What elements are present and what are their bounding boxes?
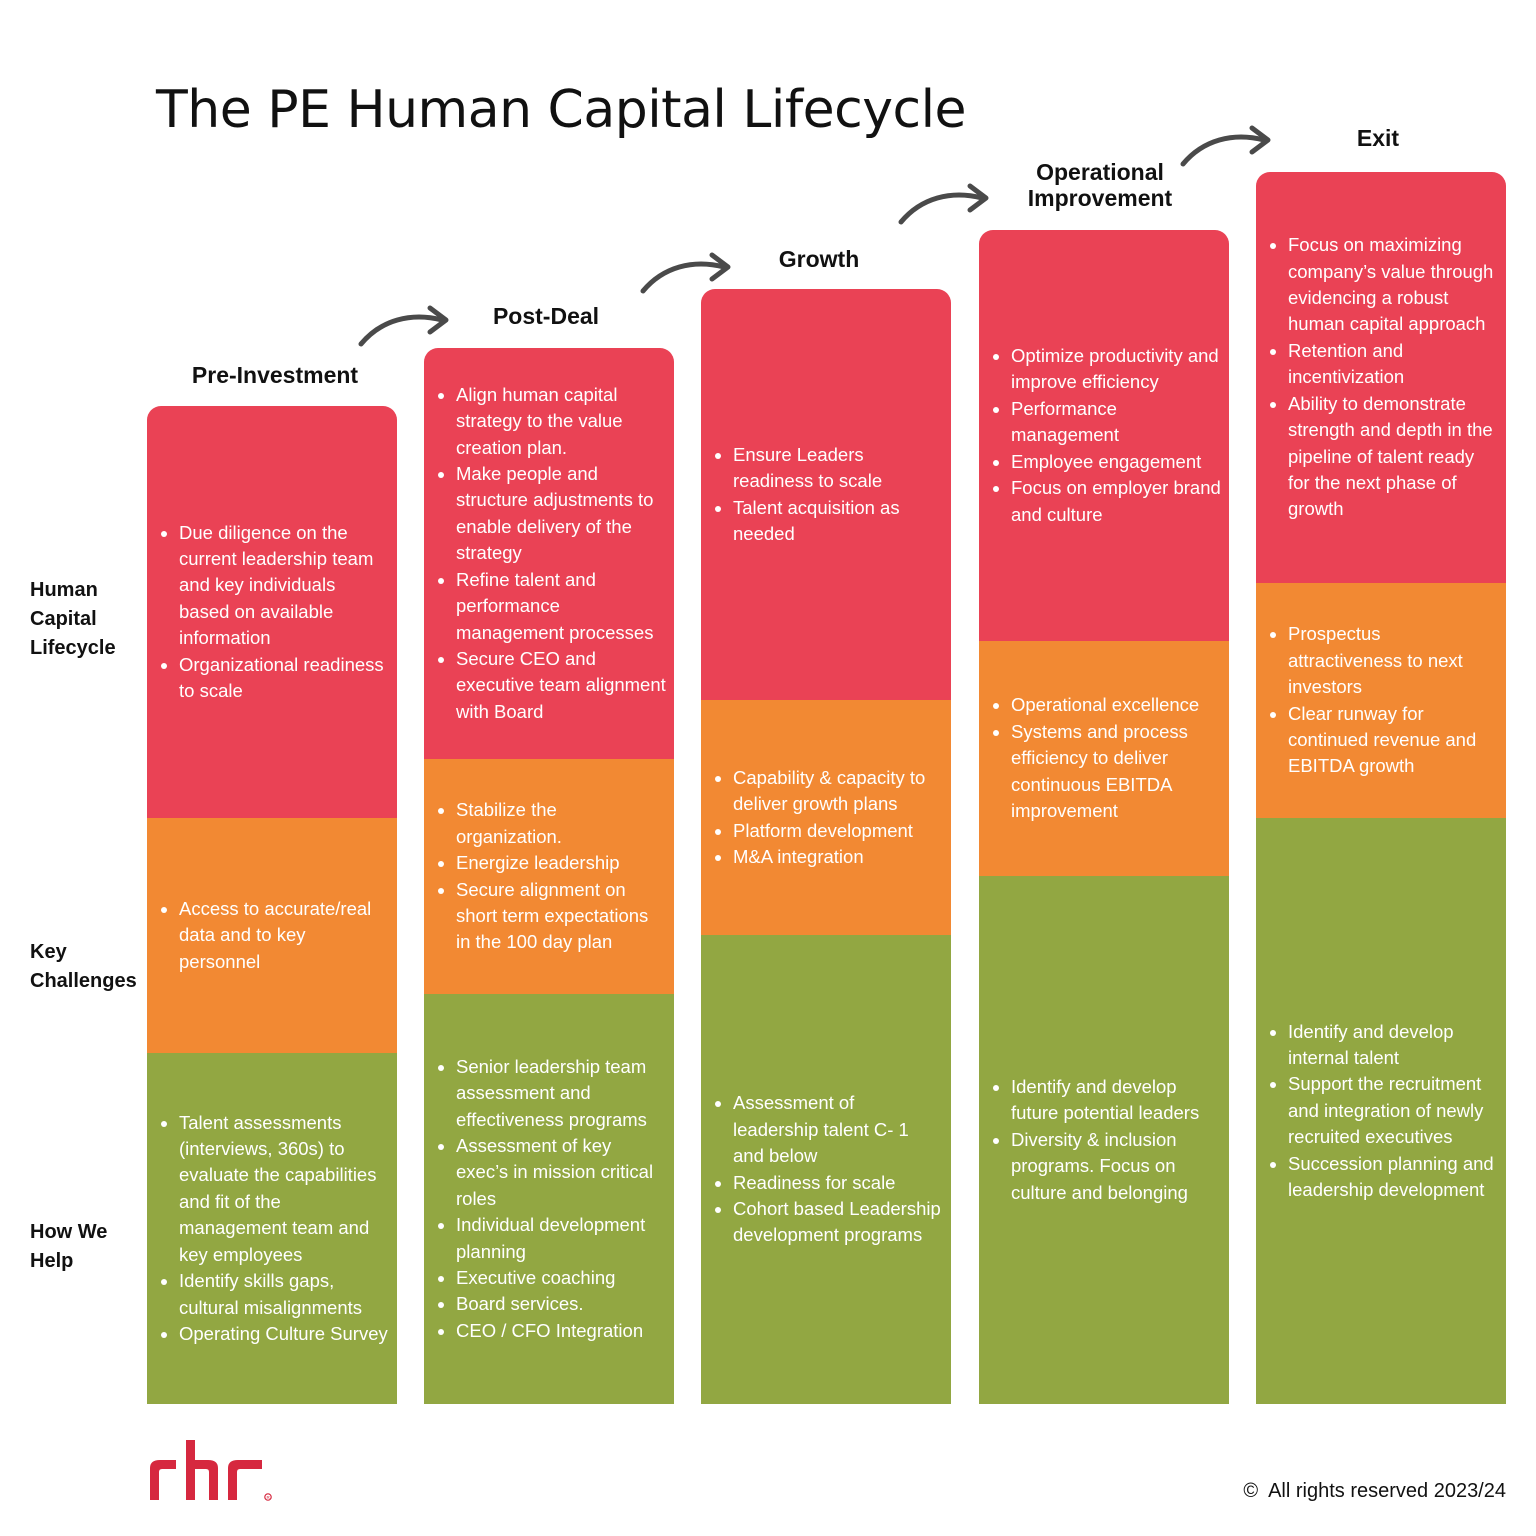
page-title: The PE Human Capital Lifecycle [156, 80, 967, 140]
copyright-icon: © [1243, 1480, 1259, 1502]
stage-title-growth: Growth [778, 246, 860, 272]
bullet-item: Optimize productivity and improve effici… [1011, 343, 1221, 396]
bullet-list: Due diligence on the current leadership … [159, 520, 389, 705]
stage-column-pre-investment: Due diligence on the current leadership … [147, 406, 397, 1404]
stage-column-post-deal: Align human capital strategy to the valu… [424, 348, 674, 1404]
bullet-item: Focus on employer brand and culture [1011, 475, 1221, 528]
bullet-item: Retention and incentivization [1288, 338, 1498, 391]
lifecycle-cell: Due diligence on the current leadership … [147, 406, 397, 818]
bullet-item: Readiness for scale [733, 1170, 943, 1196]
curved-arrow-icon [640, 252, 731, 294]
rhr-logo: R [150, 1440, 272, 1501]
bullet-item: Support the recruitment and integration … [1288, 1071, 1498, 1150]
help-cell: Identify and develop internal talentSupp… [1256, 818, 1506, 1404]
bullet-list: Senior leadership team assessment and ef… [436, 1054, 666, 1344]
bullet-list: Capability & capacity to deliver growth … [713, 765, 943, 871]
bullet-item: Prospectus attractiveness to next invest… [1288, 621, 1498, 700]
bullet-item: M&A integration [733, 844, 943, 870]
stage-title-exit: Exit [1356, 125, 1400, 151]
bullet-item: Clear runway for continued revenue and E… [1288, 701, 1498, 780]
bullet-list: Stabilize the organization.Energize lead… [436, 797, 666, 955]
lifecycle-cell: Ensure Leaders readiness to scaleTalent … [701, 289, 951, 700]
row-label-lifecycle: Human Capital Lifecycle [30, 579, 116, 659]
bullet-item: Talent assessments (interviews, 360s) to… [179, 1110, 389, 1268]
bullet-item: Assessment of key exec’s in mission crit… [456, 1133, 666, 1212]
svg-text:R: R [267, 1495, 271, 1500]
bullet-item: Systems and process efficiency to delive… [1011, 719, 1221, 825]
stage-title-operational-improvement: Operational Improvement [1027, 159, 1173, 211]
bullet-item: Ability to demonstrate strength and dept… [1288, 391, 1498, 523]
help-cell: Talent assessments (interviews, 360s) to… [147, 1053, 397, 1404]
bullet-item: Access to accurate/real data and to key … [179, 896, 389, 975]
challenges-cell: Stabilize the organization.Energize lead… [424, 759, 674, 994]
stage-title-pre-investment: Pre-Investment [191, 362, 359, 388]
bullet-list: Identify and develop future potential le… [991, 1074, 1221, 1206]
lifecycle-cell: Focus on maximizing company’s value thro… [1256, 172, 1506, 583]
curved-arrow-icon [358, 305, 449, 347]
bullet-item: Individual development planning [456, 1212, 666, 1265]
bullet-list: Identify and develop internal talentSupp… [1268, 1019, 1498, 1204]
row-label-help: How We Help [30, 1221, 108, 1272]
bullet-item: Operational excellence [1011, 692, 1221, 718]
challenges-cell: Prospectus attractiveness to next invest… [1256, 583, 1506, 818]
lifecycle-cell: Align human capital strategy to the valu… [424, 348, 674, 759]
lifecycle-cell: Optimize productivity and improve effici… [979, 230, 1229, 641]
bullet-item: Senior leadership team assessment and ef… [456, 1054, 666, 1133]
bullet-item: Succession planning and leadership devel… [1288, 1151, 1498, 1204]
bullet-list: Prospectus attractiveness to next invest… [1268, 621, 1498, 779]
row-label-challenges: Key Challenges [30, 941, 137, 992]
bullet-item: Cohort based Leadership development prog… [733, 1196, 943, 1249]
bullet-list: Align human capital strategy to the valu… [436, 382, 666, 725]
bullet-item: Due diligence on the current leadership … [179, 520, 389, 652]
bullet-item: Stabilize the organization. [456, 797, 666, 850]
bullet-item: Performance management [1011, 396, 1221, 449]
challenges-cell: Operational excellenceSystems and proces… [979, 641, 1229, 876]
bullet-item: Secure CEO and executive team alignment … [456, 646, 666, 725]
bullet-item: Board services. [456, 1291, 666, 1317]
bullet-item: Organizational readiness to scale [179, 652, 389, 705]
bullet-list: Optimize productivity and improve effici… [991, 343, 1221, 528]
bullet-item: CEO / CFO Integration [456, 1318, 666, 1344]
curved-arrow-icon [1180, 125, 1271, 167]
bullet-item: Employee engagement [1011, 449, 1221, 475]
help-cell: Identify and develop future potential le… [979, 876, 1229, 1404]
stage-title-post-deal: Post-Deal [492, 303, 600, 329]
challenges-cell: Capability & capacity to deliver growth … [701, 700, 951, 935]
bullet-list: Access to accurate/real data and to key … [159, 896, 389, 975]
bullet-item: Capability & capacity to deliver growth … [733, 765, 943, 818]
bullet-item: Energize leadership [456, 850, 666, 876]
challenges-cell: Access to accurate/real data and to key … [147, 818, 397, 1053]
bullet-item: Make people and structure adjustments to… [456, 461, 666, 567]
bullet-item: Identify and develop future potential le… [1011, 1074, 1221, 1127]
bullet-item: Ensure Leaders readiness to scale [733, 442, 943, 495]
bullet-item: Refine talent and performance management… [456, 567, 666, 646]
stage-column-growth: Ensure Leaders readiness to scaleTalent … [701, 289, 951, 1404]
bullet-item: Secure alignment on short term expectati… [456, 877, 666, 956]
bullet-list: Focus on maximizing company’s value thro… [1268, 232, 1498, 522]
help-cell: Senior leadership team assessment and ef… [424, 994, 674, 1404]
stage-column-operational-improvement: Optimize productivity and improve effici… [979, 230, 1229, 1404]
bullet-item: Align human capital strategy to the valu… [456, 382, 666, 461]
help-cell: Assessment of leadership talent C- 1 and… [701, 935, 951, 1404]
bullet-list: Ensure Leaders readiness to scaleTalent … [713, 442, 943, 548]
bullet-item: Diversity & inclusion programs. Focus on… [1011, 1127, 1221, 1206]
bullet-item: Platform development [733, 818, 943, 844]
copyright-notice: © All rights reserved 2023/24 [1243, 1480, 1506, 1502]
bullet-item: Operating Culture Survey [179, 1321, 389, 1347]
bullet-item: Assessment of leadership talent C- 1 and… [733, 1090, 943, 1169]
bullet-item: Talent acquisition as needed [733, 495, 943, 548]
bullet-item: Executive coaching [456, 1265, 666, 1291]
bullet-list: Operational excellenceSystems and proces… [991, 692, 1221, 824]
bullet-item: Identify skills gaps, cultural misalignm… [179, 1268, 389, 1321]
bullet-list: Talent assessments (interviews, 360s) to… [159, 1110, 389, 1348]
stage-column-exit: Focus on maximizing company’s value thro… [1256, 172, 1506, 1404]
bullet-item: Focus on maximizing company’s value thro… [1288, 232, 1498, 338]
bullet-item: Identify and develop internal talent [1288, 1019, 1498, 1072]
bullet-list: Assessment of leadership talent C- 1 and… [713, 1090, 943, 1248]
curved-arrow-icon [898, 183, 989, 225]
